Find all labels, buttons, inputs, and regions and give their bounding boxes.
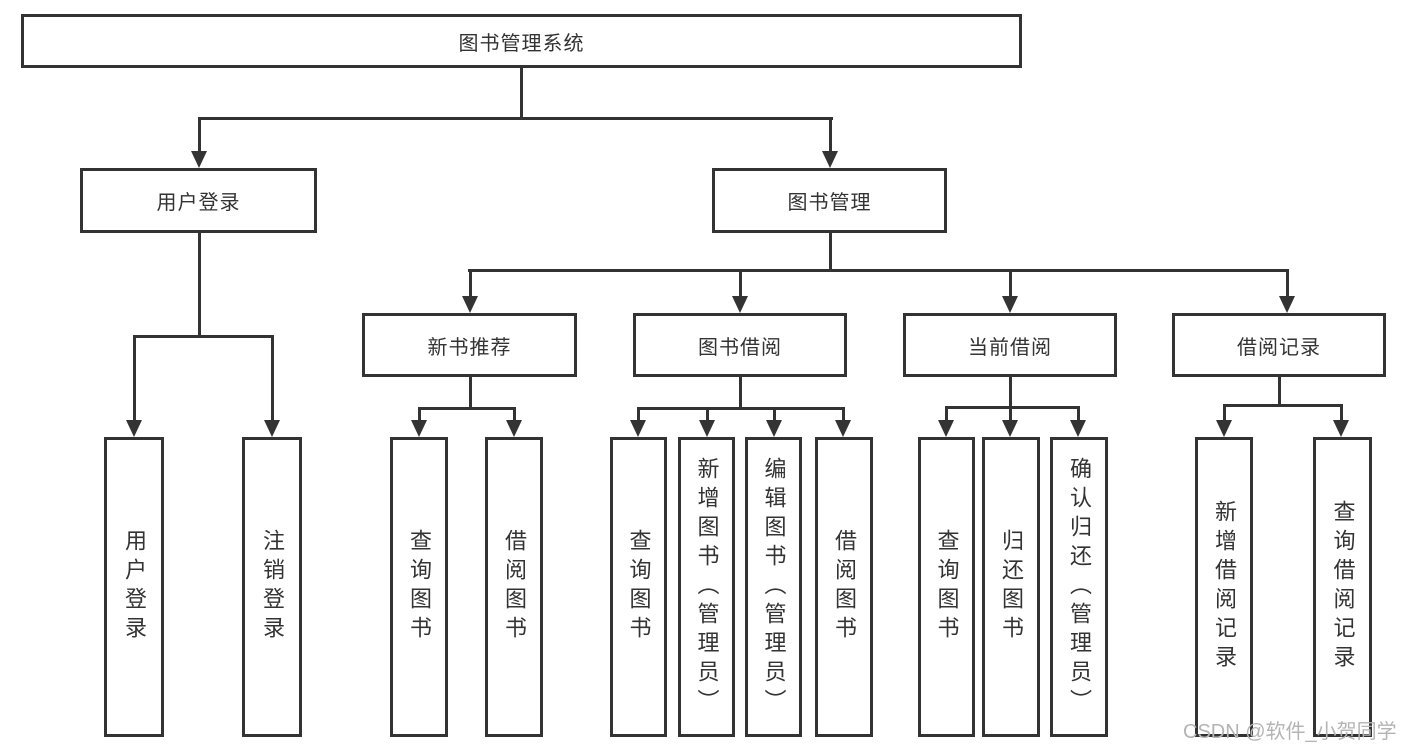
arrow-down-query-books-current xyxy=(938,420,954,437)
node-label: 注销登录 xyxy=(260,529,285,645)
connector-root-bracket xyxy=(198,117,833,120)
node-confirm-return-admin: 确认归还（管理员） xyxy=(1050,437,1108,737)
node-user-login: 用户登录 xyxy=(80,168,317,233)
arrow-down-add-borrow-record xyxy=(1216,420,1232,437)
connector-book-management-stem xyxy=(829,233,832,271)
node-borrow-books-recommend: 借阅图书 xyxy=(485,437,543,737)
connector-drop-book-borrow xyxy=(739,269,742,298)
node-add-book-admin: 新增图书（管理员） xyxy=(678,437,735,737)
connector-new-book-recommend-bracket xyxy=(418,407,516,410)
connector-book-borrow-bracket xyxy=(637,407,845,410)
connector-current-borrow-stem xyxy=(1009,377,1012,408)
arrow-down-edit-book-admin xyxy=(766,420,782,437)
connector-drop-current-borrow xyxy=(1009,269,1012,298)
connector-book-borrow-stem xyxy=(739,377,742,409)
arrow-down-query-books-recommend xyxy=(411,420,427,437)
arrow-down-book-management xyxy=(822,151,838,168)
arrow-down-user-login-leaf xyxy=(126,420,142,437)
node-book-management: 图书管理 xyxy=(712,168,947,233)
arrow-down-add-book-admin xyxy=(699,420,715,437)
node-label: 查询图书 xyxy=(407,529,432,645)
node-label: 归还图书 xyxy=(999,529,1024,645)
arrow-down-new-book-recommend xyxy=(462,296,478,313)
node-query-books-borrow: 查询图书 xyxy=(610,437,667,737)
arrow-down-logout xyxy=(264,420,280,437)
connector-drop-query-books-recommend xyxy=(418,407,421,422)
connector-drop-borrow-books xyxy=(842,407,845,422)
connector-borrow-records-stem xyxy=(1278,377,1281,407)
connector-drop-confirm-return-admin xyxy=(1077,406,1080,422)
node-query-books-current: 查询图书 xyxy=(918,437,975,737)
node-library-system-root: 图书管理系统 xyxy=(21,14,1022,68)
connector-drop-borrow-books-recommend xyxy=(513,407,516,422)
arrow-down-user-login xyxy=(191,151,207,168)
node-current-borrow: 当前借阅 xyxy=(903,313,1117,377)
arrow-down-confirm-return-admin xyxy=(1070,420,1086,437)
arrow-down-query-borrow-record xyxy=(1333,420,1349,437)
node-label: 确认归还（管理员） xyxy=(1067,456,1092,718)
connector-new-book-recommend-stem xyxy=(469,377,472,409)
node-book-borrow: 图书借阅 xyxy=(633,313,847,377)
node-return-books: 归还图书 xyxy=(982,437,1040,737)
node-label: 借阅图书 xyxy=(832,529,857,645)
node-logout: 注销登录 xyxy=(242,437,302,737)
connector-book-management-bracket xyxy=(468,269,1289,272)
connector-drop-query-books-borrow xyxy=(637,407,640,422)
node-borrow-books: 借阅图书 xyxy=(815,437,873,737)
node-label: 查询图书 xyxy=(626,529,652,645)
node-borrow-records: 借阅记录 xyxy=(1172,313,1386,377)
node-label: 新增借阅记录 xyxy=(1212,500,1237,674)
connector-user-login-stem xyxy=(198,233,201,337)
connector-drop-borrow-records xyxy=(1286,269,1289,298)
node-add-borrow-record: 新增借阅记录 xyxy=(1195,437,1253,737)
node-label: 编辑图书（管理员） xyxy=(761,456,787,718)
node-label: 用户登录 xyxy=(122,529,147,645)
connector-drop-query-books-current xyxy=(945,406,948,422)
connector-drop-edit-book-admin xyxy=(773,407,776,422)
arrow-down-book-borrow xyxy=(732,296,748,313)
connector-drop-book-management xyxy=(829,117,832,154)
node-label: 新增图书（管理员） xyxy=(694,456,720,718)
arrow-down-current-borrow xyxy=(1002,296,1018,313)
connector-drop-return-books xyxy=(1009,406,1012,422)
connector-drop-query-borrow-record xyxy=(1340,404,1343,422)
arrow-down-query-books-borrow xyxy=(630,420,646,437)
connector-root-stem xyxy=(520,68,523,119)
node-user-login-leaf: 用户登录 xyxy=(104,437,164,737)
arrow-down-return-books xyxy=(1002,420,1018,437)
connector-drop-add-book-admin xyxy=(706,407,709,422)
connector-borrow-records-bracket xyxy=(1223,404,1343,407)
csdn-watermark: CSDN @软件_小贺同学 xyxy=(1183,721,1397,743)
arrow-down-borrow-books-recommend xyxy=(506,420,522,437)
node-new-book-recommend: 新书推荐 xyxy=(362,313,577,377)
arrow-down-borrow-records xyxy=(1279,296,1295,313)
node-label: 查询借阅记录 xyxy=(1330,500,1356,674)
connector-drop-add-borrow-record xyxy=(1223,404,1226,422)
arrow-down-borrow-books xyxy=(835,420,851,437)
connector-drop-new-book-recommend xyxy=(469,269,472,298)
node-edit-book-admin: 编辑图书（管理员） xyxy=(745,437,802,737)
node-query-borrow-record: 查询借阅记录 xyxy=(1313,437,1372,737)
node-label: 借阅图书 xyxy=(502,529,527,645)
connector-user-login-bracket xyxy=(133,335,274,338)
node-label: 查询图书 xyxy=(934,529,960,645)
connector-drop-user-login-leaf xyxy=(133,335,136,422)
connector-drop-logout xyxy=(271,335,274,422)
connector-drop-user-login xyxy=(198,117,201,154)
connector-current-borrow-bracket xyxy=(945,406,1080,409)
node-query-books-recommend: 查询图书 xyxy=(390,437,448,737)
